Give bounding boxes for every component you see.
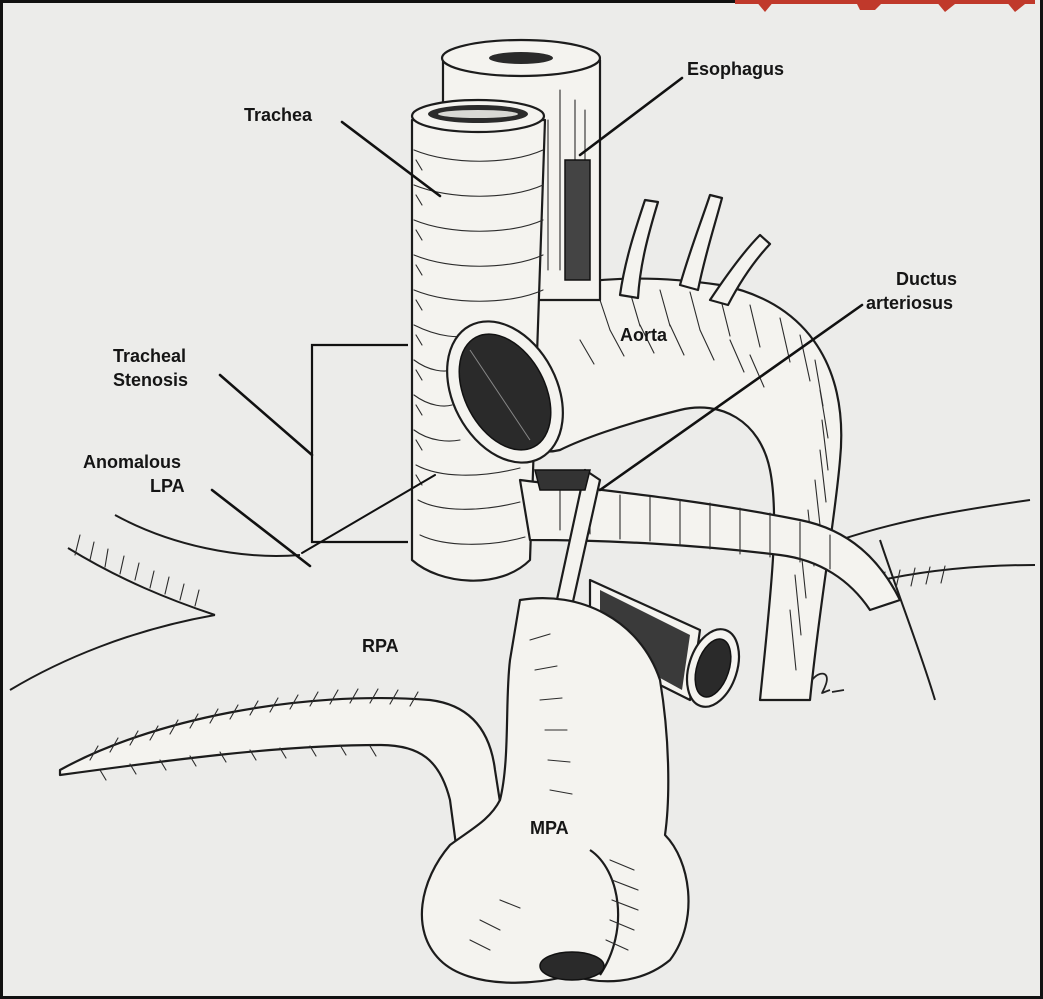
- label-esophagus: Esophagus: [687, 58, 784, 80]
- leader-tracheal-stenosis: [220, 375, 312, 455]
- label-trachea: Trachea: [244, 104, 312, 126]
- label-anomalous-line1: Anomalous: [83, 451, 181, 473]
- label-tracheal-line2: Stenosis: [113, 369, 188, 391]
- label-ductus-line1: Ductus: [896, 268, 957, 290]
- label-mpa: MPA: [530, 817, 569, 839]
- label-anomalous-line2: LPA: [150, 475, 185, 497]
- label-ductus-line2: arteriosus: [866, 292, 953, 314]
- stenosis-bracket: [312, 345, 408, 542]
- label-tracheal-line1: Tracheal: [113, 345, 186, 367]
- label-rpa: RPA: [362, 635, 399, 657]
- label-aorta: Aorta: [620, 324, 667, 346]
- artist-signature-mark: [812, 674, 844, 693]
